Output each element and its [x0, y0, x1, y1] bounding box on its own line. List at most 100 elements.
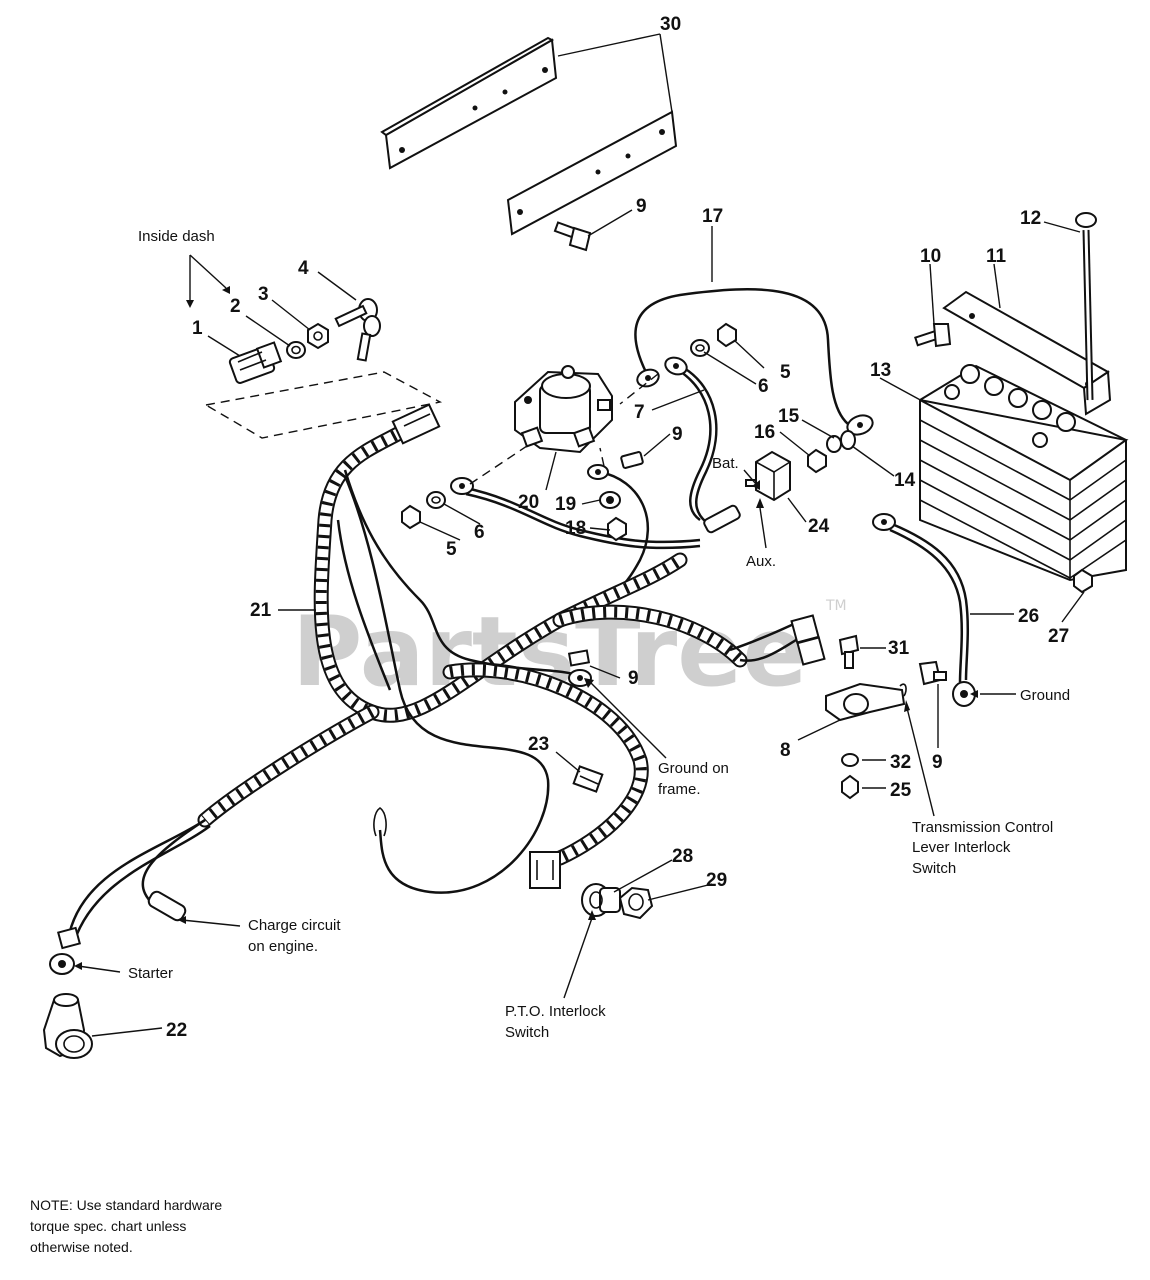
callout-13: 13	[870, 360, 891, 381]
dash-outline	[205, 371, 443, 439]
callout-9-frame: 9	[628, 668, 639, 689]
callout-18: 18	[565, 518, 586, 539]
label-ground-on-frame-1: Ground on	[658, 760, 729, 777]
label-transmission-1: Transmission Control	[912, 819, 1053, 836]
cable-6-lower	[465, 486, 701, 544]
battery-hold-down-11	[942, 290, 1112, 416]
callout-17: 17	[702, 206, 723, 227]
callout-14: 14	[894, 470, 916, 491]
nut-18	[607, 516, 627, 542]
callout-9-top: 9	[636, 196, 647, 217]
bolt-10	[914, 323, 952, 348]
rod-12	[1075, 212, 1097, 401]
callout-29: 29	[706, 870, 727, 891]
leader-lines	[74, 33, 1085, 1037]
keys-4	[334, 298, 381, 362]
terminal-17-end	[846, 414, 874, 436]
ground-ring-frame	[568, 669, 592, 687]
callout-24: 24	[808, 516, 830, 537]
bolt-9-frame	[567, 649, 591, 667]
callout-12: 12	[1020, 208, 1041, 229]
label-ground-on-frame-2: frame.	[658, 781, 701, 798]
ignition-switch	[228, 341, 283, 384]
nut-3	[307, 322, 329, 350]
harness-connector-top	[391, 403, 441, 445]
callout-5-upper: 5	[780, 362, 791, 383]
ground-cable-26	[891, 522, 970, 681]
callout-10: 10	[920, 246, 941, 267]
callout-30: 30	[660, 14, 681, 35]
harness-connector-right	[729, 614, 826, 666]
nut-27	[1073, 568, 1093, 594]
text-labels: Inside dash Bat. Aux. Ground Ground on f…	[128, 228, 1070, 1041]
callout-7: 7	[634, 402, 645, 423]
callout-22: 22	[166, 1020, 187, 1041]
callout-8: 8	[780, 740, 791, 761]
nut-29	[618, 886, 654, 920]
nut-5-lower	[401, 504, 421, 530]
nut-5-upper	[717, 322, 737, 348]
label-transmission-3: Switch	[912, 860, 956, 877]
label-charge-1: Charge circuit	[248, 917, 341, 934]
washer-32	[841, 753, 859, 767]
torque-note: NOTE: Use standard hardware torque spec.…	[30, 1197, 222, 1255]
callout-16: 16	[754, 422, 775, 443]
connector-23	[572, 765, 604, 793]
washer-15	[826, 435, 842, 453]
callout-28: 28	[672, 846, 693, 867]
callout-19: 19	[555, 494, 576, 515]
wiring-harness-21	[197, 422, 748, 866]
ring-connector-loose	[373, 807, 387, 837]
callout-4: 4	[298, 258, 309, 279]
watermark-trademark: TM	[825, 598, 847, 614]
lock-washer-2	[286, 341, 306, 359]
terminal-19	[587, 464, 609, 480]
label-pto-2: Switch	[505, 1024, 549, 1041]
bolt-9-switch	[918, 660, 947, 686]
callout-27: 27	[1048, 626, 1069, 647]
terminal-26-top	[872, 513, 896, 531]
callout-26: 26	[1018, 606, 1039, 627]
nut-16	[807, 448, 827, 474]
mounting-brackets	[380, 36, 678, 236]
label-bat: Bat.	[712, 455, 739, 472]
callout-2: 2	[230, 296, 241, 317]
callout-6-lower: 6	[474, 522, 485, 543]
interlock-switch-8	[825, 682, 907, 722]
callout-6-upper: 6	[758, 376, 769, 397]
callout-numbers: 30 9 17 12 10 11 4 3 2 1 5 6 7 9 13 15 1…	[166, 14, 1069, 1041]
nut-25	[841, 774, 859, 800]
label-ground: Ground	[1020, 687, 1070, 704]
label-aux: Aux.	[746, 553, 776, 570]
callout-32: 32	[890, 752, 911, 773]
bolt-31	[838, 634, 860, 669]
washer-6-lower	[426, 491, 446, 509]
note-line-1: NOTE: Use standard hardware	[30, 1197, 222, 1213]
terminal-boot-22	[42, 993, 93, 1059]
callout-5-lower: 5	[446, 539, 457, 560]
callout-21: 21	[250, 600, 272, 621]
label-charge-2: on engine.	[248, 938, 318, 955]
starter-ring-terminal	[49, 926, 81, 975]
charge-connector	[147, 890, 187, 922]
pto-switch-28	[581, 883, 621, 917]
callout-23: 23	[528, 734, 549, 755]
terminal-7	[664, 356, 688, 376]
harness-connector-lower	[529, 851, 561, 889]
terminal-17-start	[636, 368, 660, 388]
bolt-9-top	[553, 221, 592, 252]
label-inside-dash: Inside dash	[138, 228, 215, 245]
note-line-3: otherwise noted.	[30, 1239, 133, 1255]
cable-7	[677, 368, 712, 522]
bolt-9-solenoid	[620, 451, 644, 469]
callout-9-switch: 9	[932, 752, 943, 773]
washer-14	[840, 430, 856, 450]
callout-31: 31	[888, 638, 910, 659]
label-starter: Starter	[128, 965, 173, 982]
callout-9-solenoid: 9	[672, 424, 683, 445]
battery-13	[919, 364, 1129, 582]
terminal-6-lower	[450, 477, 474, 495]
callout-11: 11	[986, 246, 1007, 267]
note-line-2: torque spec. chart unless	[30, 1218, 186, 1234]
